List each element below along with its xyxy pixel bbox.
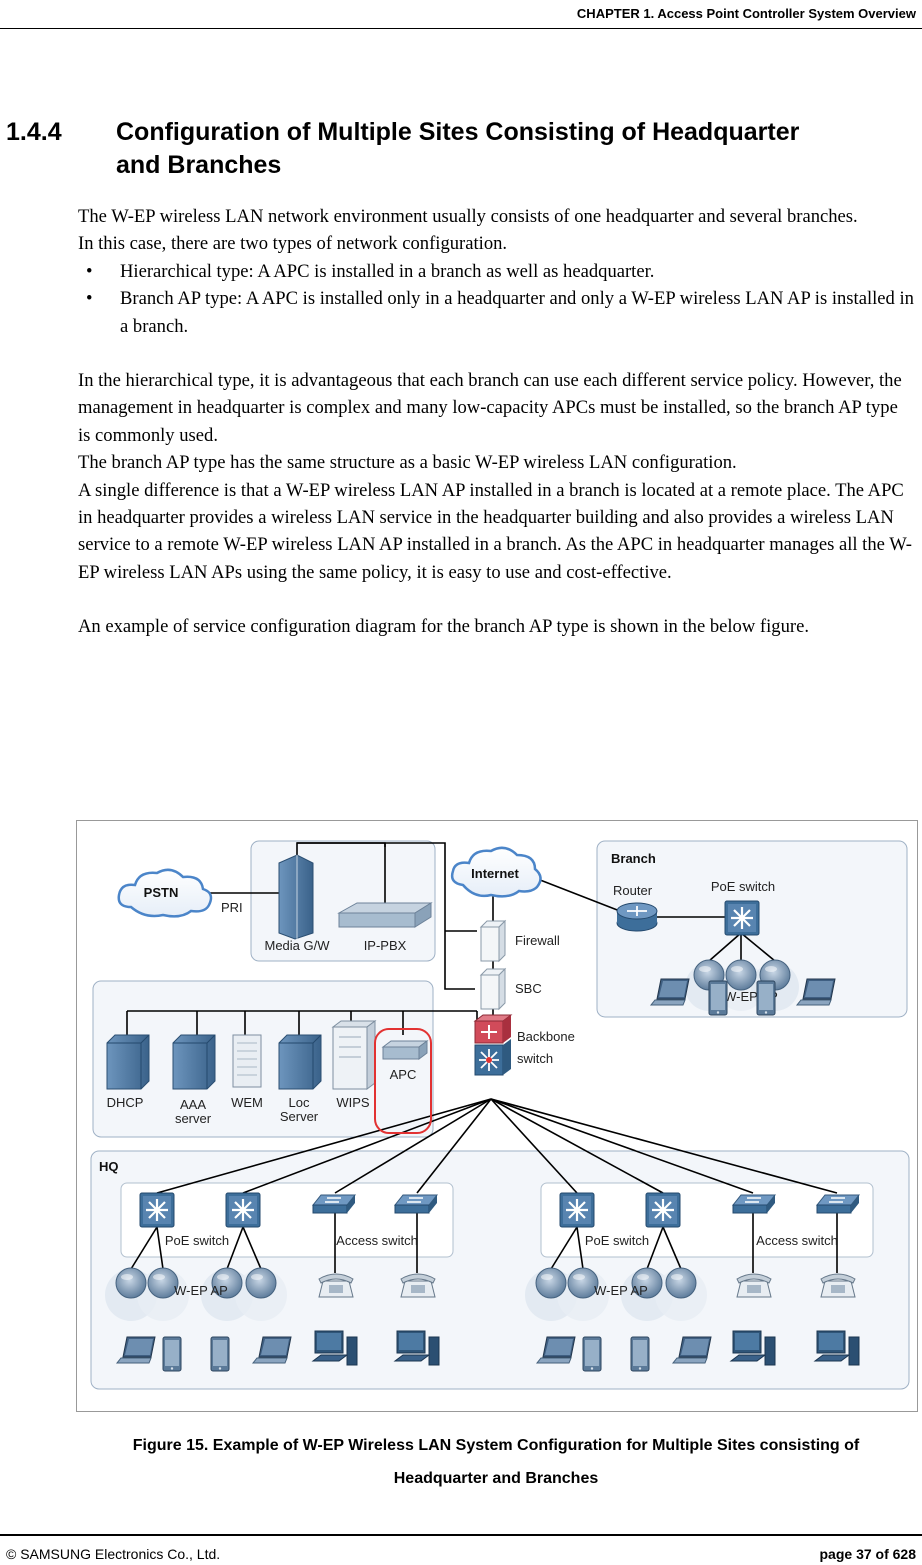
hq-poe-switch-icon bbox=[644, 1191, 682, 1229]
bullet-item: • Hierarchical type: A APC is installed i… bbox=[78, 258, 914, 285]
pstn-label: PSTN bbox=[144, 885, 179, 900]
sbc-label: SBC bbox=[515, 981, 542, 996]
ip-phone-icon bbox=[400, 1273, 436, 1298]
loc-label-2: Server bbox=[280, 1109, 319, 1124]
network-diagram: PSTN PRI Media G/W IP-PBX Internet Firew… bbox=[76, 820, 918, 1412]
phone-icon bbox=[582, 1336, 602, 1372]
backbone-label-1: Backbone bbox=[517, 1029, 575, 1044]
dhcp-server-icon bbox=[106, 1034, 150, 1090]
branch-poe-switch-icon bbox=[723, 899, 761, 937]
phone-icon bbox=[630, 1336, 650, 1372]
router-icon bbox=[616, 902, 658, 932]
wips-server-icon bbox=[331, 1020, 377, 1090]
media-gw-label: Media G/W bbox=[264, 938, 330, 953]
body-text: The W-EP wireless LAN network environmen… bbox=[78, 203, 914, 641]
hq-access-label-left: Access switch bbox=[336, 1233, 418, 1248]
phone-icon bbox=[708, 980, 728, 1016]
hq-ap-icon bbox=[115, 1267, 147, 1299]
hq-access-switch-icon bbox=[394, 1194, 438, 1214]
pri-label: PRI bbox=[221, 900, 243, 915]
phone-icon bbox=[162, 1336, 182, 1372]
page-number: page 37 of 628 bbox=[819, 1546, 917, 1562]
apc-label: APC bbox=[390, 1067, 417, 1082]
backbone-label-2: switch bbox=[517, 1051, 553, 1066]
internet-cloud-icon bbox=[450, 846, 542, 898]
phone-icon bbox=[210, 1336, 230, 1372]
sbc-icon bbox=[479, 967, 507, 1011]
hq-ap-label-left: W-EP AP bbox=[174, 1283, 228, 1298]
paragraph: The branch AP type has the same structur… bbox=[78, 452, 737, 474]
router-label: Router bbox=[613, 883, 653, 898]
media-gateway-icon bbox=[278, 854, 314, 940]
hq-poe-label-right: PoE switch bbox=[585, 1233, 649, 1248]
backbone-switch-icon bbox=[473, 1014, 513, 1076]
hq-left-switch-box bbox=[120, 1182, 454, 1258]
ip-phone-icon bbox=[736, 1273, 772, 1298]
hq-ap-icon bbox=[535, 1267, 567, 1299]
chapter-title: CHAPTER 1. Access Point Controller Syste… bbox=[576, 6, 916, 21]
loc-server-icon bbox=[278, 1034, 322, 1090]
hq-ap-label-right: W-EP AP bbox=[594, 1283, 648, 1298]
paragraph: In this case, there are two types of net… bbox=[78, 233, 508, 255]
ip-phone-icon bbox=[820, 1273, 856, 1298]
internet-label: Internet bbox=[471, 866, 519, 881]
copyright: © SAMSUNG Electronics Co., Ltd. bbox=[6, 1546, 221, 1562]
caption-line2: Headquarter and Branches bbox=[393, 1470, 599, 1487]
apc-highlight bbox=[374, 1028, 432, 1134]
branch-poe-label: PoE switch bbox=[711, 879, 775, 894]
hq-poe-switch-icon bbox=[558, 1191, 596, 1229]
bullet-item: • Branch AP type: A APC is installed only… bbox=[78, 285, 914, 340]
ip-pbx-label: IP-PBX bbox=[364, 938, 407, 953]
aaa-label-2: server bbox=[175, 1111, 212, 1126]
hq-ap-icon bbox=[665, 1267, 697, 1299]
aaa-server-icon bbox=[172, 1034, 216, 1090]
ip-pbx-icon bbox=[337, 902, 433, 928]
diagram-canvas: PSTN PRI Media G/W IP-PBX Internet Firew… bbox=[90, 840, 910, 1390]
hq-access-switch-icon bbox=[312, 1194, 356, 1214]
paragraph: An example of service configuration diag… bbox=[78, 616, 809, 638]
loc-label-1: Loc bbox=[289, 1095, 310, 1110]
paragraph: A single difference is that a W-EP wirel… bbox=[78, 479, 912, 583]
firewall-label: Firewall bbox=[515, 933, 560, 948]
paragraph: In the hierarchical type, it is advantag… bbox=[78, 370, 902, 446]
bullet-glyph: • bbox=[86, 288, 93, 310]
section-number: 1.4.4 bbox=[6, 118, 62, 146]
hq-label: HQ bbox=[99, 1159, 119, 1174]
bullet-text: Branch AP type: A APC is installed only … bbox=[120, 288, 914, 337]
bullet-text: Hierarchical type: A APC is installed in… bbox=[120, 260, 655, 282]
pstn-cloud-icon bbox=[117, 868, 213, 918]
aaa-label-1: AAA bbox=[180, 1097, 206, 1112]
spacer bbox=[78, 586, 914, 613]
server-group-box bbox=[92, 980, 434, 1138]
page-header: CHAPTER 1. Access Point Controller Syste… bbox=[0, 0, 922, 29]
hq-access-switch-icon bbox=[732, 1194, 776, 1214]
bullet-glyph: • bbox=[86, 260, 93, 282]
spacer bbox=[78, 340, 914, 367]
caption-line1: Figure 15. Example of W-EP Wireless LAN … bbox=[132, 1437, 860, 1454]
figure-caption: Figure 15. Example of W-EP Wireless LAN … bbox=[76, 1429, 916, 1495]
hq-ap-icon bbox=[245, 1267, 277, 1299]
page-footer: © SAMSUNG Electronics Co., Ltd. page 37 … bbox=[0, 1534, 922, 1562]
wem-server-icon bbox=[232, 1034, 262, 1088]
hq-poe-label-left: PoE switch bbox=[165, 1233, 229, 1248]
wem-label: WEM bbox=[231, 1095, 263, 1110]
section-title-line2: and Branches bbox=[116, 151, 282, 179]
hq-access-switch-icon bbox=[816, 1194, 860, 1214]
hq-right-switch-box bbox=[540, 1182, 874, 1258]
firewall-icon bbox=[479, 919, 507, 963]
paragraph: The W-EP wireless LAN network environmen… bbox=[78, 206, 858, 227]
hq-access-label-right: Access switch bbox=[756, 1233, 838, 1248]
branch-label: Branch bbox=[611, 851, 656, 866]
wips-label: WIPS bbox=[336, 1095, 370, 1110]
hq-poe-switch-icon bbox=[138, 1191, 176, 1229]
branch-ap-icon bbox=[725, 959, 757, 991]
section-title-line1: Configuration of Multiple Sites Consisti… bbox=[116, 118, 800, 146]
hq-poe-switch-icon bbox=[224, 1191, 262, 1229]
phone-icon bbox=[756, 980, 776, 1016]
section-heading: 1.4.4 Configuration of Multiple Sites Con… bbox=[6, 116, 916, 182]
dhcp-label: DHCP bbox=[107, 1095, 144, 1110]
ip-phone-icon bbox=[318, 1273, 354, 1298]
